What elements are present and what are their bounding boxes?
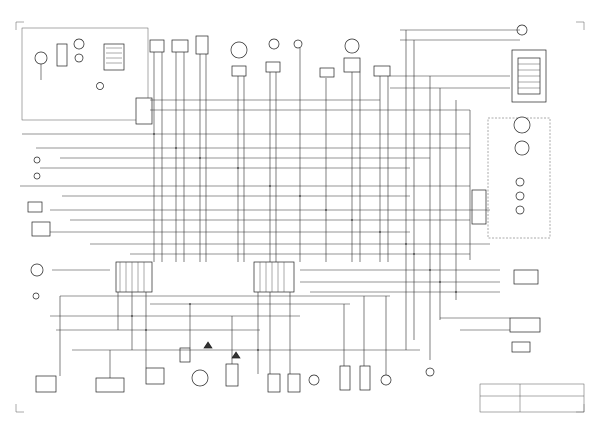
indicator-lamp-3 <box>515 205 525 215</box>
meter-cluster-connector <box>511 24 547 103</box>
indicator-lamp-1 <box>515 177 525 187</box>
bottom-component-5 <box>287 373 301 393</box>
diode-symbol <box>203 341 213 349</box>
bottom-lamp-3 <box>425 367 435 377</box>
junction-connector-a <box>115 261 153 293</box>
diode-symbol-2 <box>231 351 241 359</box>
horn-block <box>27 201 43 213</box>
right-lower-components <box>509 269 541 353</box>
connector-block-7 <box>343 57 361 73</box>
bottom-lamp-1 <box>308 374 320 386</box>
top-connector-row <box>149 35 391 78</box>
front-turn-signal-left <box>33 156 41 164</box>
horizontal-wires <box>20 29 520 351</box>
junction-dots <box>131 133 457 351</box>
indicator-lamp-2 <box>515 191 525 201</box>
connector-block-2 <box>171 39 189 53</box>
bottom-component-7 <box>359 365 371 391</box>
headlight-symbol <box>30 263 44 277</box>
rear-switch-block <box>509 317 541 333</box>
dimmer-switch-block <box>56 43 68 67</box>
battery-block <box>35 375 57 393</box>
connector-block-5 <box>265 61 281 73</box>
left-side-components <box>27 156 125 393</box>
ignition-switch-symbol <box>34 51 48 65</box>
vertical-wires <box>59 30 471 378</box>
title-block <box>479 383 585 413</box>
bottom-components <box>145 341 435 393</box>
top-left-component-frame <box>21 27 149 121</box>
junction-connector-b <box>253 261 295 293</box>
connector-block-4 <box>231 65 247 77</box>
handlebar-switch-block <box>103 43 125 71</box>
engine-stop-switch-symbol <box>96 82 104 90</box>
meter-lamps <box>471 116 531 225</box>
front-turn-signal-right <box>33 172 41 180</box>
bottom-component-2 <box>179 347 191 363</box>
bottom-component-3 <box>225 363 239 387</box>
taillight-symbol <box>32 292 40 300</box>
horn-switch-symbol <box>73 38 85 50</box>
bottom-component-6 <box>339 365 351 391</box>
rear-connector-block <box>513 269 539 285</box>
connector-block-6 <box>319 67 335 78</box>
meter-connector-block <box>471 189 487 225</box>
front-brake-switch-symbol <box>230 41 248 59</box>
neutral-switch-symbol <box>293 39 303 49</box>
starter-relay-block <box>95 377 125 393</box>
ignition-coil-symbol <box>191 369 209 387</box>
regulator-symbol <box>344 38 360 54</box>
connector-block-3 <box>195 35 209 55</box>
bottom-component-4 <box>267 373 281 393</box>
top-left-components <box>34 38 125 90</box>
rear-lamp-block <box>511 341 531 353</box>
bottom-lamp-2 <box>380 374 392 386</box>
connector-block-1 <box>149 39 165 53</box>
central-connectors <box>115 97 295 293</box>
junction-connector-c <box>135 97 153 125</box>
bottom-component-1 <box>145 367 165 385</box>
starter-switch-symbol <box>74 53 84 63</box>
fuse-block <box>31 221 51 237</box>
tachometer-symbol <box>513 116 531 134</box>
connector-block-8 <box>373 65 391 77</box>
clutch-switch-symbol <box>268 38 280 50</box>
speedometer-symbol <box>514 140 530 156</box>
